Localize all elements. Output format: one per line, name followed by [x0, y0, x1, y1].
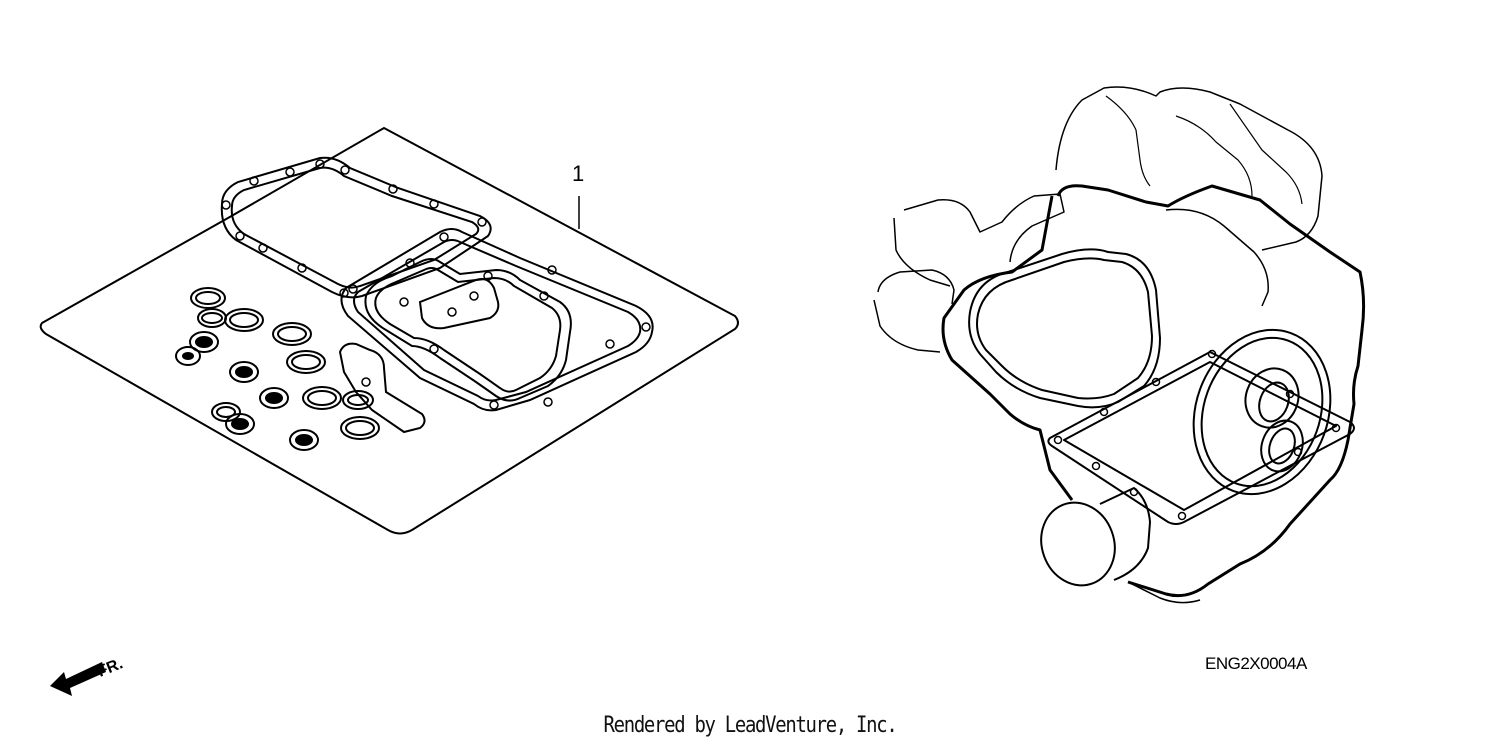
cover-gasket-bolt-holes	[221, 159, 487, 298]
bearing-bosses	[1244, 367, 1304, 473]
front-cylinder-head	[903, 193, 1065, 263]
direction-label: FR.	[95, 655, 125, 680]
front-direction-indicator: FR.	[50, 655, 125, 696]
gasket-kit-illustration	[39, 126, 739, 535]
rear-cylinder-head	[1055, 86, 1323, 251]
callout-number: 1	[572, 161, 584, 186]
diagram-code: ENG2X0004A	[1205, 654, 1308, 673]
crankcase-lower	[1127, 581, 1201, 604]
cylinder-gasket-rear	[1165, 208, 1269, 307]
direction-arrow-icon	[50, 662, 106, 696]
engine-illustration	[873, 86, 1366, 604]
plate-gasket	[418, 278, 500, 330]
oil-seals	[175, 331, 319, 451]
o-rings	[190, 287, 380, 440]
oil-pan-gasket	[340, 228, 654, 412]
case-cover-o-ring	[1192, 328, 1332, 496]
oil-pan-gasket-bolt-holes	[348, 232, 651, 410]
inner-gasket	[364, 258, 572, 402]
crankcase-outline	[1056, 184, 1366, 598]
output-shaft	[1040, 487, 1151, 587]
cylinder-gasket-front	[968, 248, 1161, 409]
render-credit: Rendered by LeadVenture, Inc.	[603, 713, 898, 738]
side-cover-gasket	[1047, 351, 1355, 525]
bracket-gasket	[338, 342, 426, 434]
side-cover-bolt-holes	[1053, 349, 1341, 521]
callout-1: 1	[572, 161, 584, 229]
gasket-kit-sheet	[39, 126, 739, 535]
